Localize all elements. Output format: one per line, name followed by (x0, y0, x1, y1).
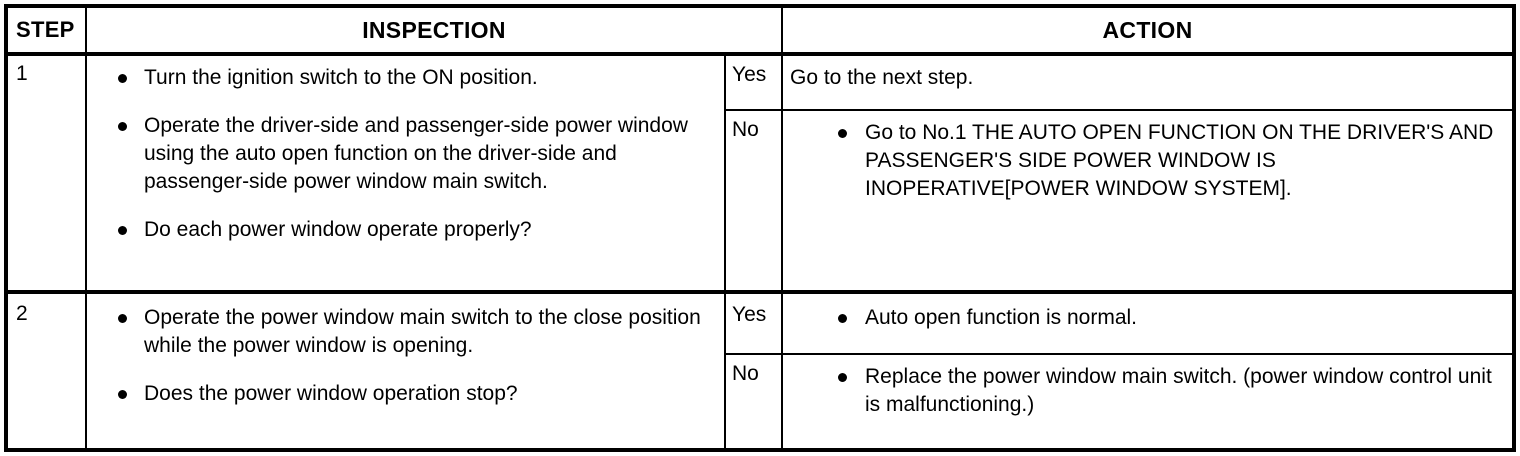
bullet-icon (118, 121, 127, 131)
action-list: Auto open function is normal. (783, 304, 1500, 332)
diagnostic-flowchart-table: STEP INSPECTION ACTION 1 Turn the igniti… (4, 4, 1516, 452)
list-item-text: Auto open function is normal. (865, 306, 1137, 329)
action-cell-yes: Go to the next step. (783, 56, 1512, 92)
bullet-icon (838, 373, 847, 382)
inspection-cell: Operate the power window main switch to … (87, 296, 726, 408)
header-label-action: ACTION (1102, 16, 1193, 43)
body-divider-step (85, 56, 87, 448)
branch-label-yes: Yes (726, 56, 781, 86)
list-item-text: Replace the power window main switch. (p… (865, 365, 1492, 416)
list-item-text: Do each power window operate properly? (144, 217, 532, 241)
body-divider-inspection-yesno (724, 56, 726, 448)
header-divider-inspection-action (781, 8, 783, 52)
branch-label-text: Yes (732, 303, 767, 326)
action-list: Go to No.1 THE AUTO OPEN FUNCTION ON THE… (783, 119, 1500, 203)
action-cell-no: Go to No.1 THE AUTO OPEN FUNCTION ON THE… (783, 111, 1512, 203)
bullet-icon (118, 314, 127, 323)
row1-yes-no-divider (724, 109, 1512, 111)
inspection-list: Operate the power window main switch to … (87, 304, 716, 408)
header-divider-step (85, 8, 87, 52)
list-item: Replace the power window main switch. (p… (783, 363, 1500, 419)
header-cell-inspection: INSPECTION (87, 8, 781, 52)
action-list: Replace the power window main switch. (p… (783, 363, 1500, 419)
header-cell-action: ACTION (783, 8, 1512, 52)
list-item-text: Operate the power window main switch to … (144, 306, 701, 357)
inspection-cell: Turn the ignition switch to the ON posit… (87, 56, 726, 244)
header-label-step: STEP (16, 17, 75, 42)
bullet-icon (118, 225, 127, 235)
step-number-cell: 1 (8, 56, 85, 85)
step-number-value: 1 (16, 62, 28, 85)
action-text: Go to the next step. (790, 66, 974, 89)
list-item: Operate the power window main switch to … (87, 304, 716, 360)
bullet-icon (838, 129, 847, 138)
list-item-text: Does the power window operation stop? (144, 381, 518, 405)
header-cell-step: STEP (8, 8, 85, 52)
branch-label-no: No (726, 111, 781, 141)
action-cell-no: Replace the power window main switch. (p… (783, 355, 1512, 419)
list-item: Do each power window operate properly? (87, 216, 716, 244)
header-bottom-rule (8, 52, 1512, 56)
bullet-icon (118, 74, 127, 83)
bullet-icon (118, 389, 127, 399)
action-cell-yes: Auto open function is normal. (783, 296, 1512, 332)
list-item: Go to No.1 THE AUTO OPEN FUNCTION ON THE… (783, 119, 1500, 203)
list-item-text: Operate the driver-side and passenger-si… (144, 113, 688, 193)
step-number-cell: 2 (8, 296, 85, 325)
list-item-text: Turn the ignition switch to the ON posit… (144, 66, 538, 89)
branch-label-text: No (732, 362, 759, 385)
list-item: Operate the driver-side and passenger-si… (87, 112, 716, 196)
branch-label-yes: Yes (726, 296, 781, 326)
list-item-text: Go to No.1 THE AUTO OPEN FUNCTION ON THE… (865, 121, 1494, 200)
bullet-icon (838, 314, 847, 323)
list-item: Does the power window operation stop? (87, 380, 716, 408)
branch-label-no: No (726, 355, 781, 385)
row2-yes-no-divider (724, 353, 1512, 355)
body-divider-yesno-action (781, 56, 783, 448)
list-item: Auto open function is normal. (783, 304, 1500, 332)
inspection-list: Turn the ignition switch to the ON posit… (87, 64, 716, 244)
list-item: Turn the ignition switch to the ON posit… (87, 64, 716, 92)
branch-label-text: Yes (732, 63, 767, 86)
header-label-inspection: INSPECTION (362, 16, 506, 43)
step-number-value: 2 (16, 302, 28, 325)
row-separator (8, 290, 1512, 294)
branch-label-text: No (732, 118, 759, 141)
